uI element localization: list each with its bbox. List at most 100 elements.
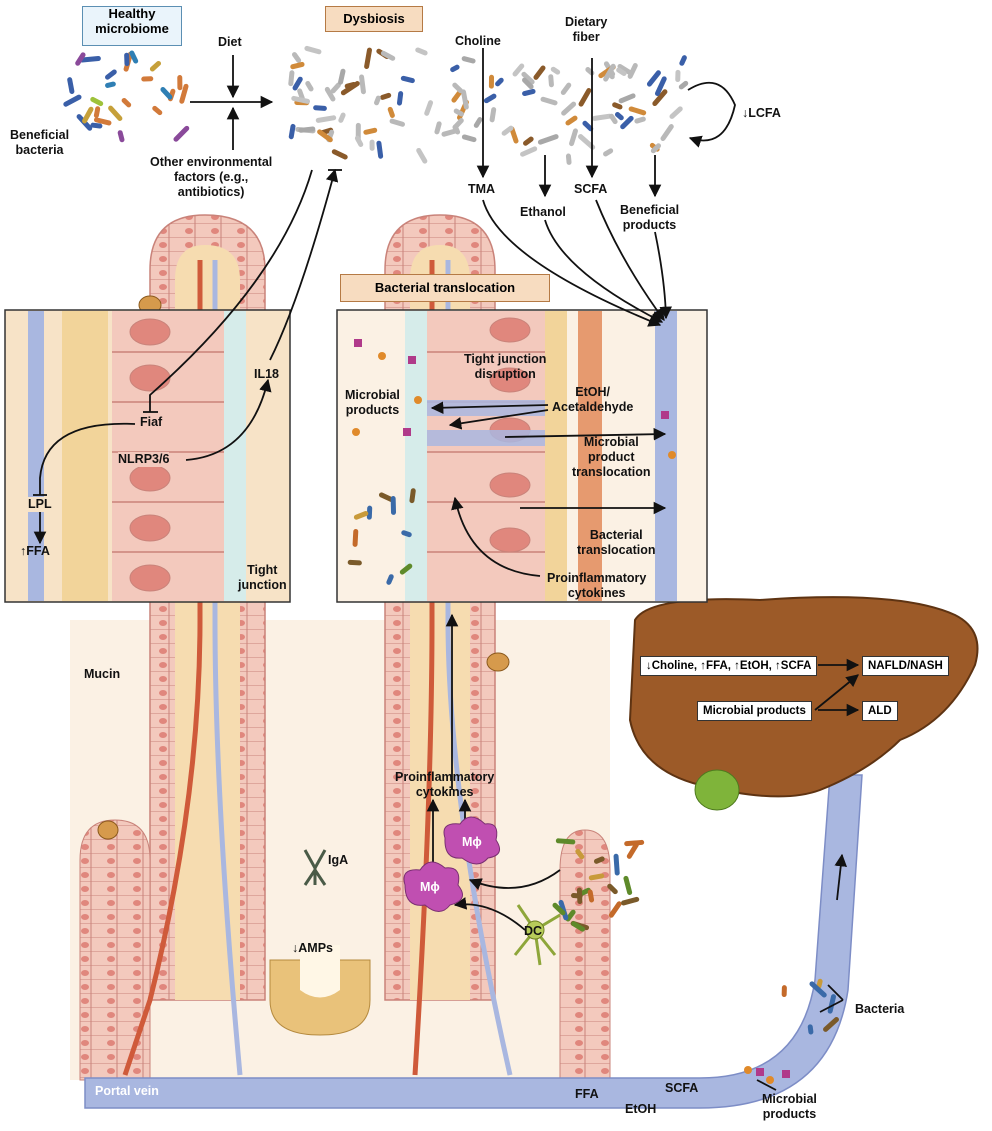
bacterium	[807, 1024, 814, 1035]
microbial-product-marker	[782, 1070, 790, 1078]
bacterium	[575, 848, 585, 860]
bacterium	[380, 92, 392, 100]
bacterium	[387, 106, 395, 118]
bacterium	[540, 96, 558, 106]
bacterium	[522, 88, 536, 97]
microbial-product-marker	[354, 339, 362, 347]
tma-label: TMA	[468, 182, 496, 196]
microbial-product-marker	[352, 428, 360, 436]
bacterium	[652, 89, 668, 107]
bacterium	[317, 129, 333, 143]
microbial-products-vein-label: Microbial products	[762, 1092, 817, 1121]
scfa-label: SCFA	[574, 182, 608, 196]
microbial-products-label: Microbial products	[345, 388, 400, 417]
microbial-product-marker	[378, 352, 386, 360]
ffa-vein-label: FFA	[575, 1087, 599, 1101]
bacterium	[627, 63, 638, 79]
bacterium	[483, 93, 497, 104]
bacterial-translocation-label: Bacterial translocation	[577, 528, 656, 557]
bacterial-translocation-box: Bacterial translocation	[340, 274, 550, 302]
bacterium	[63, 94, 82, 107]
bacterium	[369, 139, 375, 151]
bacterium	[582, 120, 594, 132]
scfa-vein-label: SCFA	[665, 1081, 699, 1095]
bacterium	[376, 140, 384, 159]
bacterium	[509, 126, 519, 144]
bacterium	[338, 112, 346, 123]
lpl-label: LPL	[28, 497, 52, 512]
bacterium	[678, 80, 689, 90]
bacterium	[461, 134, 477, 143]
bacterium	[628, 106, 647, 116]
bacterium	[292, 76, 303, 91]
bacterium	[352, 528, 359, 547]
beneficial-bacteria-label: Beneficial bacteria	[10, 128, 70, 157]
bacterium	[585, 67, 595, 76]
bacterium	[570, 892, 583, 899]
bacterium	[614, 111, 624, 121]
bacterium	[173, 125, 190, 142]
bacterium	[288, 70, 295, 87]
bacterium	[624, 839, 645, 847]
macrophage-label-2: Mϕ	[462, 835, 482, 849]
bacterium	[304, 45, 322, 55]
bacterium	[452, 82, 464, 94]
macrophage-label-1: Mϕ	[420, 880, 440, 894]
bacterium	[669, 106, 683, 119]
bacterium	[809, 981, 827, 998]
bacterium	[347, 559, 362, 566]
nafld-nash-box: NAFLD/NASH	[862, 656, 949, 676]
bacterium	[626, 842, 639, 859]
choline-label: Choline	[455, 34, 501, 48]
bacterium	[675, 69, 681, 83]
bacterium	[552, 902, 566, 916]
bacterium	[79, 55, 101, 63]
bacterium	[453, 108, 464, 117]
bacterium	[82, 106, 94, 124]
bacterium	[359, 74, 366, 95]
bacterium	[305, 80, 314, 92]
bacterium	[298, 126, 316, 133]
bacterium	[603, 63, 616, 82]
bacterium	[121, 97, 132, 108]
bacterium	[424, 100, 434, 116]
other-factors-label: Other environmental factors (e.g., antib…	[150, 155, 273, 199]
bacterium	[313, 105, 327, 111]
iga-label: IgA	[328, 853, 349, 867]
microbial-product-marker	[414, 396, 422, 404]
immune-cells	[303, 816, 561, 966]
bacterium	[623, 875, 633, 896]
bacterium	[565, 115, 578, 126]
bacterium	[179, 83, 189, 104]
bacterium	[461, 56, 476, 64]
microbial-product-translocation-label: Microbial product translocation	[572, 435, 651, 479]
bacterium	[117, 130, 125, 143]
bacterium	[561, 101, 577, 116]
bacterium	[160, 87, 173, 100]
bacterium	[415, 47, 428, 56]
bacterium	[152, 105, 163, 116]
diet-label: Diet	[218, 35, 242, 49]
bacterium	[781, 985, 787, 998]
bacterium	[569, 128, 578, 147]
bacterium	[609, 113, 618, 125]
bacterium	[650, 143, 662, 154]
portal-vein-label: Portal vein	[95, 1084, 159, 1098]
bacterium	[537, 134, 559, 145]
bacterium	[399, 563, 413, 575]
bacterium	[646, 70, 661, 87]
microbial-product-marker	[756, 1068, 764, 1076]
tight-junction-disruption-label: Tight junction disruption	[464, 352, 547, 381]
bacterium	[409, 488, 416, 504]
bacterium	[129, 50, 139, 64]
bacterium	[396, 91, 404, 106]
bacterium	[565, 153, 572, 165]
liver-microbial-products-box: Microbial products	[697, 701, 812, 721]
bacterium	[523, 136, 534, 146]
bacterium	[578, 88, 592, 107]
bacterium	[331, 149, 348, 160]
bacterium	[389, 118, 406, 127]
bacterium	[354, 135, 364, 147]
bacterium	[124, 52, 130, 67]
